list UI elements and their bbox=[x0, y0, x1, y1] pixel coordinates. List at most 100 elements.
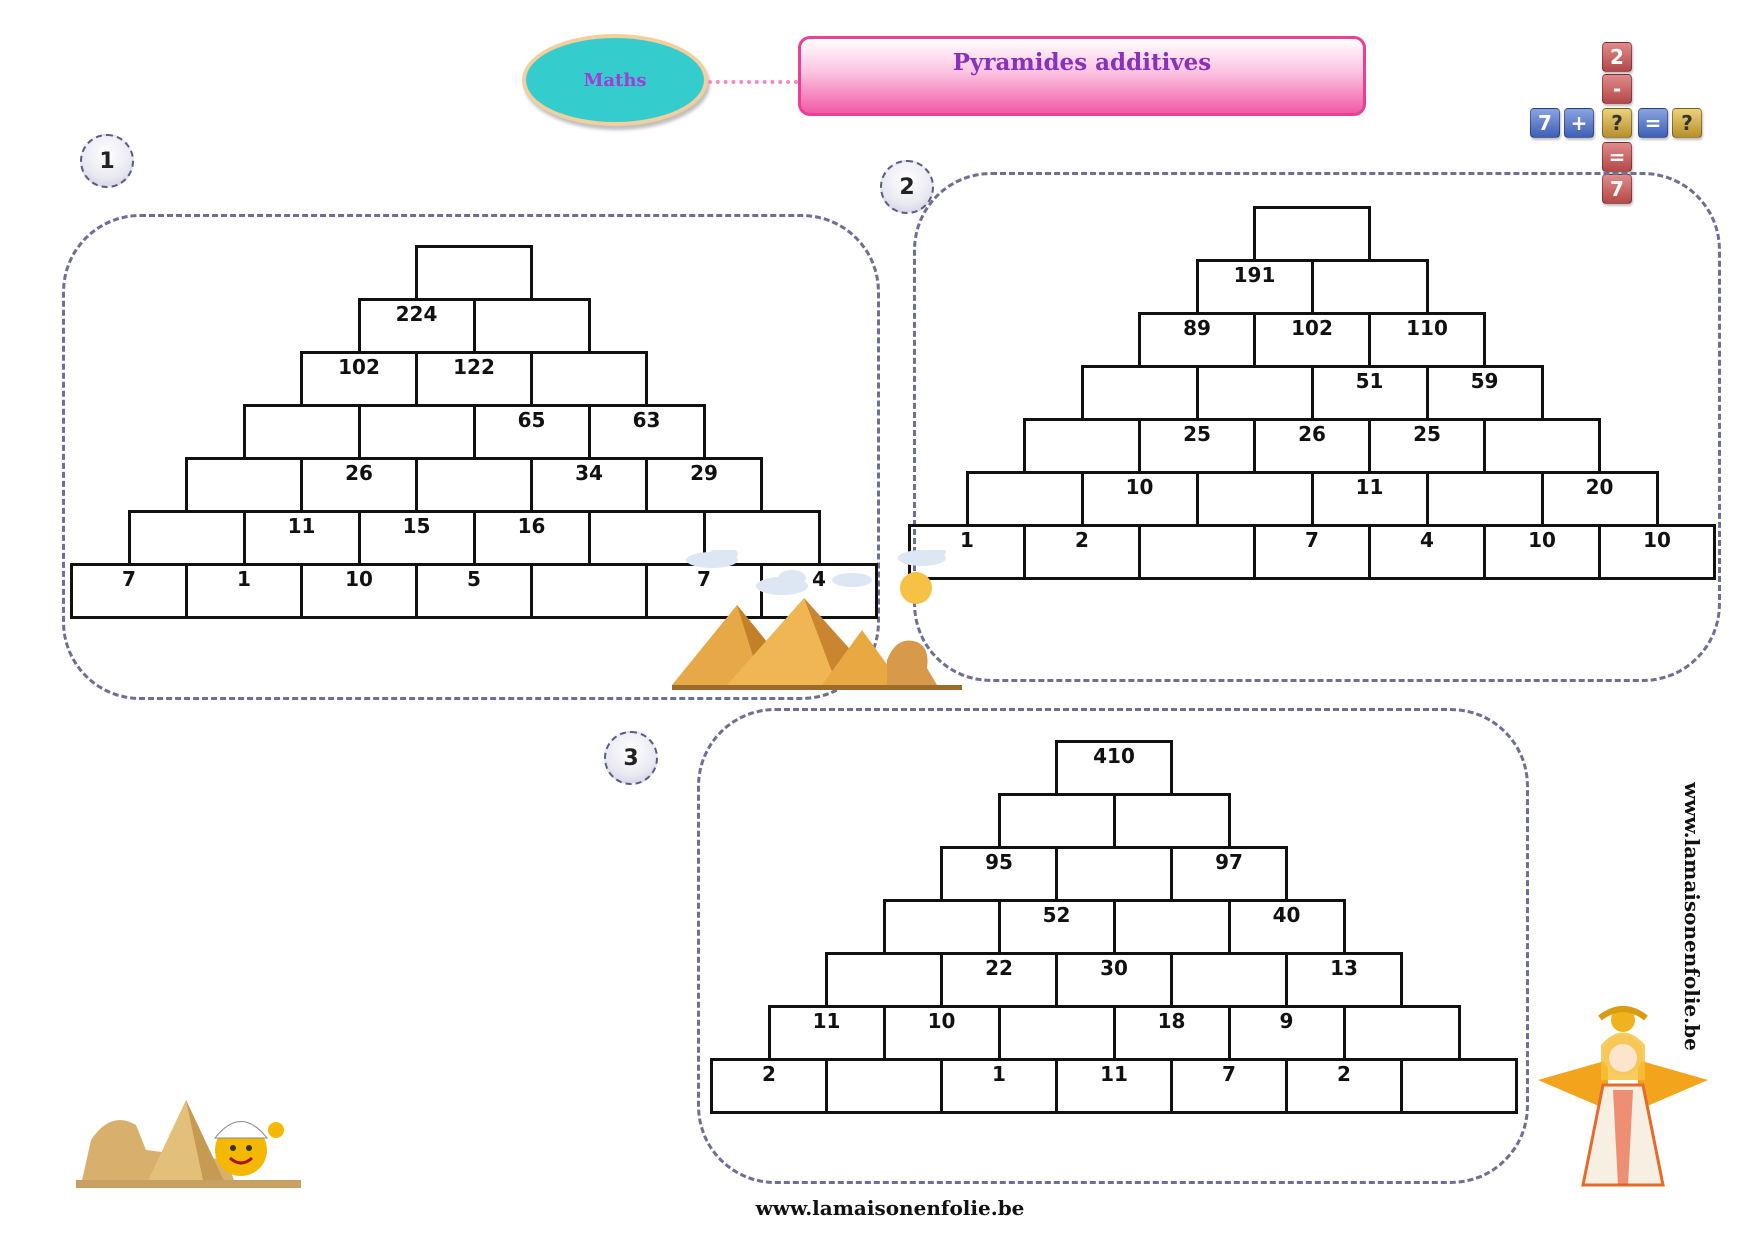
pyramid-cell bbox=[242, 404, 361, 460]
exercise-3-frame bbox=[697, 708, 1529, 1184]
pyramid-cell bbox=[415, 457, 533, 513]
wing-icon bbox=[1538, 1060, 1608, 1110]
cloud-icon bbox=[686, 550, 946, 595]
pyramid-cell: 11 bbox=[1055, 1058, 1173, 1114]
pyramid-cell: 52 bbox=[997, 899, 1116, 955]
pyramid-cell bbox=[1112, 899, 1231, 955]
tile-row-5: ? bbox=[1672, 108, 1702, 138]
pyramid-cell: 224 bbox=[357, 298, 476, 354]
pyramid-cell: 95 bbox=[940, 846, 1058, 902]
pyramid-cell bbox=[1483, 418, 1601, 474]
pyramid-cell bbox=[415, 245, 533, 301]
exercise-1-frame bbox=[62, 214, 880, 700]
pyramid-cell bbox=[1400, 1058, 1518, 1114]
pyramid-cell: 11 bbox=[1310, 471, 1429, 527]
pyramid-cell: 10 bbox=[882, 1005, 1001, 1061]
pyramid-cell: 410 bbox=[1055, 740, 1173, 796]
exercise-2-badge: 2 bbox=[880, 160, 934, 214]
pyramid-cell: 191 bbox=[1195, 259, 1314, 315]
pyramid-cell: 20 bbox=[1540, 471, 1659, 527]
pyramid-cell bbox=[825, 1058, 943, 1114]
pyramid-cell: 63 bbox=[587, 404, 706, 460]
pyramid-cell bbox=[882, 899, 1001, 955]
pyramid-cell: 10 bbox=[1598, 524, 1716, 580]
pyramid-cell: 2 bbox=[710, 1058, 828, 1114]
pyramid-cell bbox=[1170, 952, 1288, 1008]
exercise-3-badge: 3 bbox=[604, 731, 658, 785]
tile-bottom-2: 7 bbox=[1602, 174, 1632, 204]
pyramid-cell bbox=[1138, 524, 1256, 580]
pyramid-cell: 59 bbox=[1425, 365, 1544, 421]
sphinx-explorer-illustration bbox=[76, 1100, 301, 1188]
pyramid-cell bbox=[127, 510, 246, 566]
wing-icon bbox=[1638, 1060, 1708, 1110]
exercise-1-number: 1 bbox=[99, 148, 115, 174]
egypt-pyramids-illustration bbox=[672, 550, 962, 690]
tile-top-2: - bbox=[1602, 74, 1632, 104]
pyramid-cell: 22 bbox=[940, 952, 1058, 1008]
pyramid-cell: 7 bbox=[1170, 1058, 1288, 1114]
pyramid-cell: 7 bbox=[1253, 524, 1371, 580]
pyramid-cell: 97 bbox=[1170, 846, 1288, 902]
tile-bottom-1: = bbox=[1602, 142, 1632, 172]
pyramid-cell bbox=[1310, 259, 1429, 315]
pyramid-cell bbox=[1080, 365, 1199, 421]
pyramid-cell bbox=[1253, 206, 1371, 262]
pyramid-cell bbox=[1112, 793, 1231, 849]
pyramid-cell bbox=[530, 563, 648, 619]
pyramid-cell: 110 bbox=[1368, 312, 1486, 368]
pyramid-cell bbox=[997, 793, 1116, 849]
subject-label: Maths bbox=[583, 69, 647, 91]
subject-bubble: Maths bbox=[522, 34, 708, 126]
side-url: www.lamaisonenfolie.be bbox=[1680, 782, 1704, 1051]
exercise-1-badge: 1 bbox=[80, 134, 134, 188]
pyramid-cell bbox=[1023, 418, 1141, 474]
pyramid-cell: 5 bbox=[415, 563, 533, 619]
math-cross-icon: 2 - 7 + ? = ? = 7 bbox=[1530, 42, 1710, 212]
tile-row-2: + bbox=[1564, 108, 1594, 138]
pyramid-cell: 65 bbox=[472, 404, 591, 460]
pyramid-cell bbox=[530, 351, 648, 407]
pyramid-cell: 25 bbox=[1138, 418, 1256, 474]
pyramid-cell: 10 bbox=[1080, 471, 1199, 527]
footer-url: www.lamaisonenfolie.be bbox=[755, 1196, 1025, 1220]
pyramid-cell bbox=[997, 1005, 1116, 1061]
pyramid-cell bbox=[965, 471, 1084, 527]
pyramid-cell: 34 bbox=[530, 457, 648, 513]
pyramid-cell: 9 bbox=[1227, 1005, 1346, 1061]
pyramid-cell: 10 bbox=[300, 563, 418, 619]
pharaoh-queen-illustration bbox=[1538, 1006, 1708, 1187]
pyramid-cell: 89 bbox=[1138, 312, 1256, 368]
pyramid-cell: 7 bbox=[70, 563, 188, 619]
pyramid-cell: 26 bbox=[1253, 418, 1371, 474]
pyramid-cell bbox=[1425, 471, 1544, 527]
pyramid-cell: 10 bbox=[1483, 524, 1601, 580]
pyramid-cell: 29 bbox=[645, 457, 763, 513]
pyramid-cell: 13 bbox=[1285, 952, 1403, 1008]
pyramid-cell bbox=[1055, 846, 1173, 902]
tile-row-4: = bbox=[1638, 108, 1668, 138]
pyramid-cell bbox=[357, 404, 476, 460]
title-banner: Pyramides additives bbox=[798, 36, 1366, 116]
pyramid-cell: 1 bbox=[940, 1058, 1058, 1114]
pyramid-cell: 11 bbox=[767, 1005, 886, 1061]
pyramid-cell: 30 bbox=[1055, 952, 1173, 1008]
pyramid-cell bbox=[1195, 471, 1314, 527]
pyramid-cell: 40 bbox=[1227, 899, 1346, 955]
pyramid-cell bbox=[185, 457, 303, 513]
sphinx-icon bbox=[887, 640, 937, 685]
pyramid-cell: 15 bbox=[357, 510, 476, 566]
tile-row-1: 7 bbox=[1530, 108, 1560, 138]
pyramid-cell: 102 bbox=[300, 351, 418, 407]
sun-icon bbox=[900, 572, 932, 604]
pyramid-cell: 18 bbox=[1112, 1005, 1231, 1061]
page-title: Pyramides additives bbox=[952, 49, 1212, 76]
pyramid-cell: 2 bbox=[1023, 524, 1141, 580]
pyramid-cell: 26 bbox=[300, 457, 418, 513]
pyramid-cell bbox=[472, 298, 591, 354]
pyramid-cell: 4 bbox=[1368, 524, 1486, 580]
pyramid-cell: 122 bbox=[415, 351, 533, 407]
pyramid-cell: 11 bbox=[242, 510, 361, 566]
tile-top-1: 2 bbox=[1602, 42, 1632, 72]
